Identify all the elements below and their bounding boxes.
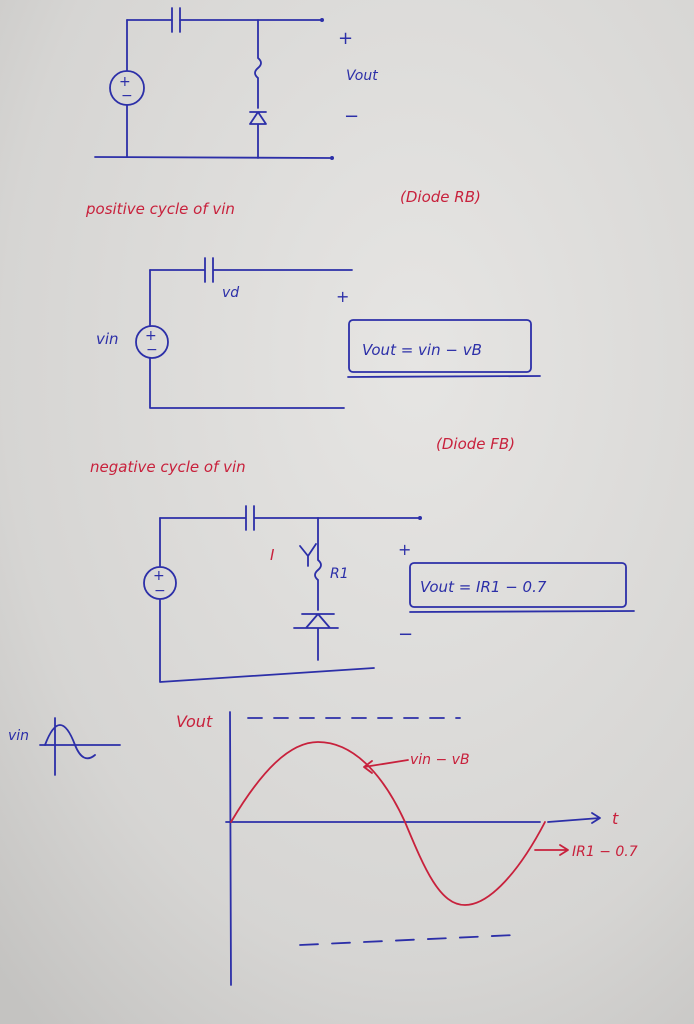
vd-label: vd: [222, 285, 239, 301]
vin-label: vin: [8, 728, 29, 744]
wire: [94, 156, 331, 159]
waveform-plot: vin t Vout vin − vB IR1 − 0.7: [8, 711, 638, 986]
positive-cycle-caption: positive cycle of vin: [85, 200, 235, 218]
terminal-dot: [418, 516, 422, 520]
equation-box: [409, 562, 627, 608]
wire-with-capacitor: [149, 257, 353, 283]
minus-label: −: [344, 106, 359, 127]
resistor-r1: [314, 517, 322, 611]
current-label: I: [270, 546, 275, 564]
current-arrow: [299, 543, 317, 567]
svg-text:+: +: [153, 568, 165, 584]
plus-label: +: [338, 28, 353, 49]
vin-source-symbol: [143, 566, 177, 600]
wire-with-capacitor: [159, 505, 319, 531]
t-label: t: [612, 809, 619, 828]
positive-cycle-state: (Diode RB): [400, 188, 481, 206]
shunt-resistor: [254, 19, 262, 109]
vin-source-symbol: [135, 325, 169, 359]
vin-sketch: [44, 717, 96, 776]
svg-text:−: −: [121, 88, 133, 104]
negative-cycle-caption: negative cycle of vin: [90, 458, 246, 476]
negative-cycle-state: (Diode FB): [436, 435, 515, 453]
y-axis: [229, 711, 232, 986]
r1-label: R1: [330, 566, 349, 582]
trough-label: IR1 − 0.7: [572, 844, 638, 860]
vout-waveform: [230, 741, 546, 906]
underline: [347, 375, 541, 378]
underline: [409, 610, 635, 613]
diode-symbol: [293, 613, 339, 661]
terminal-dot: [330, 156, 334, 160]
circuit-negative-cycle: + − I R1 + − Vout = IR1 − 0.7: [143, 505, 635, 683]
trough-dashed-line: [299, 934, 516, 946]
trough-pointer-arrow: [534, 844, 569, 856]
plus-label: +: [398, 540, 411, 559]
vin-label: vin: [96, 330, 119, 348]
t-arrow: [547, 812, 601, 824]
vout-label: Vout: [176, 712, 213, 731]
positive-equation: Vout = vin − vB: [362, 341, 482, 359]
minus-label: −: [398, 624, 413, 645]
plus-label: +: [336, 287, 349, 306]
circuit-positive-cycle: + − + Vout −: [94, 7, 378, 160]
equation-box: [348, 319, 532, 373]
negative-equation: Vout = IR1 − 0.7: [420, 578, 547, 596]
svg-text:−: −: [146, 342, 158, 358]
wire: [149, 357, 345, 409]
peak-label: vin − vB: [410, 752, 470, 768]
peak-pointer-arrow: [363, 759, 409, 774]
diode-symbol: [249, 111, 267, 159]
svg-text:−: −: [154, 583, 166, 599]
wire: [159, 599, 375, 683]
circuit-positive-equivalent: + − vd vin + Vout = vin − vB: [96, 257, 541, 409]
svg-text:+: +: [145, 328, 157, 344]
svg-text:+: +: [119, 74, 131, 90]
terminal-dot: [320, 18, 324, 22]
vout-label: Vout: [346, 68, 378, 84]
